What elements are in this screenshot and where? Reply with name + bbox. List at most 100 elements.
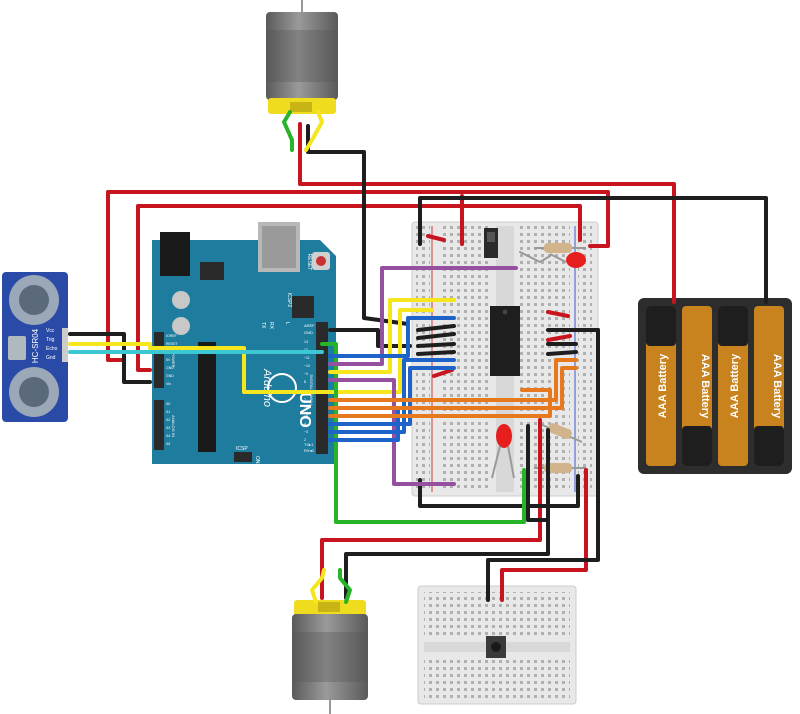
- ultrasonic-sensor: HC-SR04 Vcc Trig Echo Gnd: [2, 272, 68, 422]
- sensor-pin-label: Trig: [46, 337, 55, 343]
- wire-gray: [519, 251, 551, 263]
- status-led-bottom: [491, 424, 515, 479]
- battery-cell-label: AAA Battery: [771, 354, 783, 419]
- wire-blue: [328, 358, 456, 434]
- wire-black: [344, 428, 550, 600]
- pin-label: A4: [166, 434, 170, 438]
- sensor-pin-label: Gnd: [46, 355, 56, 361]
- wire-red: [500, 468, 588, 602]
- push-button[interactable]: [486, 636, 506, 658]
- pin-label: ~3: [304, 430, 308, 434]
- wire-red: [546, 334, 572, 342]
- wire-red: [136, 204, 582, 372]
- wire-black: [416, 332, 456, 340]
- arduino-brand-label: Arduino: [261, 368, 273, 407]
- pin-label: ~5: [304, 414, 308, 418]
- reset-label: RESET: [306, 254, 312, 271]
- pin-label: GND: [166, 366, 174, 370]
- slide-switch[interactable]: [484, 228, 498, 258]
- wire-blue: [328, 366, 456, 426]
- arduino-model-label: UNO: [296, 392, 313, 428]
- arduino-uno: Arduino UNO RESET ICSP2 ICSP ON TX RX L …: [152, 222, 336, 464]
- on-label: ON: [254, 456, 260, 464]
- icsp-label: ICSP: [236, 446, 248, 452]
- wire-black: [546, 350, 578, 356]
- txd-label: TX▸1: [304, 442, 314, 447]
- analog-pin-labels: A0 A1 A2 A3 A4 A5: [166, 402, 170, 446]
- sensor-pin-label: Vcc: [46, 328, 55, 334]
- pin-label: 13: [304, 340, 308, 344]
- sensor-pin-label: Echo: [46, 346, 58, 352]
- wire-black: [416, 350, 456, 356]
- wire-yellow: [328, 298, 456, 374]
- wire-green: [338, 568, 352, 604]
- analog-in-label: ANALOG IN: [171, 415, 176, 437]
- wire-yellow: [310, 568, 326, 604]
- tx-label: TX: [260, 322, 266, 329]
- gnd-label: GND: [304, 330, 313, 335]
- l-label: L: [284, 322, 290, 325]
- pin-label: A3: [166, 426, 170, 430]
- wire-yellow: [68, 308, 434, 394]
- wires: [68, 110, 768, 604]
- wire-black: [328, 328, 412, 348]
- pin-label: A2: [166, 418, 170, 422]
- pin-label: 4: [304, 422, 306, 426]
- pin-label: ~6: [304, 406, 308, 410]
- status-led-top: [549, 252, 586, 268]
- wire-red: [432, 368, 454, 378]
- bottom-motor: [292, 600, 368, 714]
- power-label: POWER: [171, 352, 176, 367]
- wire-black: [526, 424, 550, 522]
- wire-green: [282, 110, 294, 152]
- battery-cell-label: AAA Battery: [657, 353, 669, 418]
- battery-cell-label: AAA Battery: [729, 353, 741, 418]
- rx-label: RX: [268, 322, 274, 330]
- wire-red: [320, 418, 542, 600]
- pin-label: 2: [304, 438, 306, 442]
- pin-label: ~11: [304, 356, 310, 360]
- wire-yellow: [304, 110, 324, 152]
- wire-black: [418, 196, 768, 304]
- wire-red: [298, 122, 676, 304]
- wire-red: [426, 234, 446, 242]
- wire-orange: [328, 358, 578, 402]
- wire-orange: [328, 366, 578, 410]
- digital-pin-labels: 13 12 ~11 ~10 ~9 8 7 ~6 ~5 4 ~3 2: [304, 340, 310, 442]
- motor-driver-chip: [490, 306, 520, 376]
- wire-black: [416, 342, 456, 348]
- resistor: [539, 423, 583, 443]
- pin-label: ~10: [304, 364, 310, 368]
- wire-red: [546, 310, 570, 318]
- pin-label: A5: [166, 442, 170, 446]
- top-motor: [266, 0, 338, 114]
- pin-label: 5V: [166, 358, 171, 362]
- wire-red: [106, 190, 610, 362]
- battery-pack: AAA Battery AAA Battery AAA Battery AAA …: [638, 298, 792, 474]
- icsp2-label: ICSP2: [286, 293, 292, 308]
- pin-label: GND: [166, 374, 174, 378]
- pin-label: ~9: [304, 372, 308, 376]
- wire-purple: [328, 266, 518, 366]
- wire-blue: [328, 316, 456, 358]
- battery-cell-label: AAA Battery: [699, 354, 711, 419]
- pin-label: Vin: [166, 382, 171, 386]
- pin-label: A1: [166, 410, 170, 414]
- pin-label: IOREF: [166, 334, 177, 338]
- sensor-model-label: HC-SR04: [31, 328, 40, 363]
- resistor: [534, 463, 586, 473]
- wire-black: [418, 474, 580, 508]
- resistor: [534, 243, 586, 253]
- pin-label: A0: [166, 402, 170, 406]
- aref-label: AREF: [304, 323, 315, 328]
- pin-label: 7: [304, 398, 306, 402]
- wire-black: [486, 328, 600, 602]
- wire-black: [416, 324, 456, 332]
- wire-green: [320, 342, 526, 524]
- wire-orange: [328, 388, 552, 418]
- wire-black: [68, 332, 152, 384]
- rxd-label: RX◂0: [304, 448, 315, 453]
- pin-label: 8: [304, 380, 306, 384]
- pin-label: RESET: [166, 342, 179, 346]
